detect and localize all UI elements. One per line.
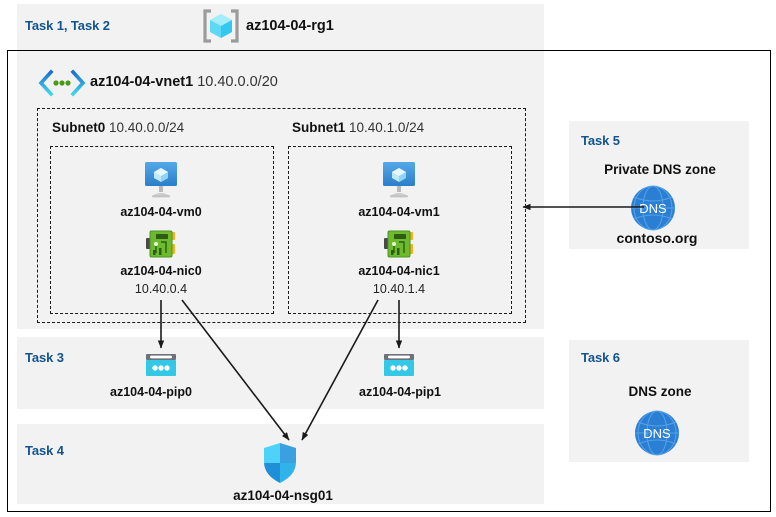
subnet1-cidr: 10.40.1.0/24 [349,120,425,135]
nic1-label: az104-04-nic1 [358,264,440,278]
virtual-machine-icon [377,160,421,200]
svg-text:DNS: DNS [639,201,667,216]
pip0-label: az104-04-pip0 [110,385,192,399]
task-label-6: Task 6 [581,350,620,365]
dns-zone-heading: DNS zone [628,384,692,399]
vnet-address-space: 10.40.0.0/20 [197,74,278,90]
vm0-label: az104-04-vm0 [120,205,202,219]
svg-text:DNS: DNS [643,426,671,441]
public-ip-address-icon [382,353,416,379]
vnet-name: az104-04-vnet1 [90,74,194,90]
subnet0-cidr: 10.40.0.0/24 [109,120,185,135]
public-ip-address-icon [144,353,178,379]
resource-group-name: az104-04-rg1 [246,18,334,34]
subnet1-box [288,146,512,314]
resource-group-icon [202,8,240,44]
nic0-ip: 10.40.0.4 [134,282,188,296]
network-interface-icon [382,228,416,260]
dns-zone-icon: DNS [630,185,676,231]
vm1-label: az104-04-vm1 [358,205,440,219]
subnet0-box [50,146,274,314]
task-label-3: Task 3 [25,350,64,365]
resource-group-panel [17,4,544,329]
vnet-title: az104-04-vnet1 10.40.0.0/20 [90,74,278,90]
subnet0-title: Subnet0 10.40.0.0/24 [52,120,184,135]
task3-panel [17,337,544,409]
private-dns-zone-heading: Private DNS zone [604,162,716,177]
nic1-ip: 10.40.1.4 [372,282,426,296]
nsg-label: az104-04-nsg01 [233,488,333,503]
task-label-1-2: Task 1, Task 2 [25,18,110,33]
task-label-5: Task 5 [581,133,620,148]
task-label-4: Task 4 [25,443,64,458]
network-interface-icon [144,228,178,260]
virtual-machine-icon [139,160,183,200]
subnet1-title: Subnet1 10.40.1.0/24 [292,120,424,135]
virtual-network-icon [38,69,86,97]
subnet1-name: Subnet1 [292,120,346,135]
private-dns-zone-name: contoso.org [616,230,698,246]
pip1-label: az104-04-pip1 [359,385,441,399]
subnet0-name: Subnet0 [52,120,106,135]
dns-zone-icon: DNS [634,410,680,456]
nic0-label: az104-04-nic0 [120,264,202,278]
network-security-group-icon [262,442,298,484]
